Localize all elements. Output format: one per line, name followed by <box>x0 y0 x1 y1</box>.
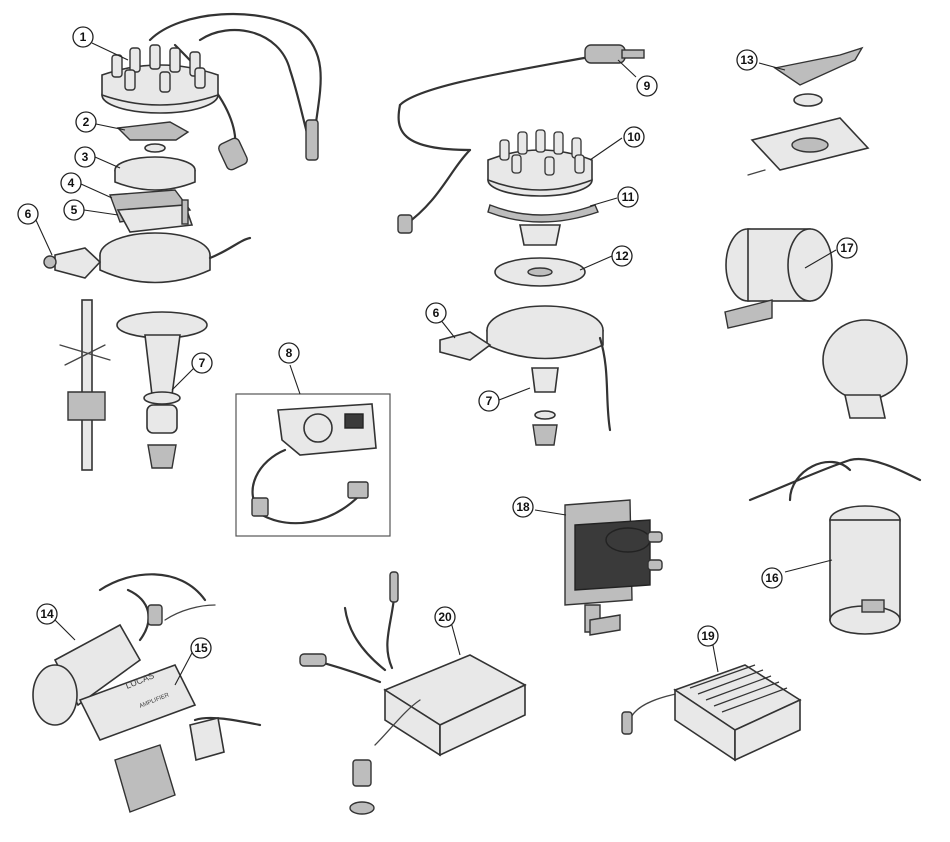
vertical-coil <box>748 457 922 635</box>
callout-17-label: 17 <box>840 241 854 255</box>
callout-16: 16 <box>761 567 783 589</box>
callout-18-label: 18 <box>516 500 530 514</box>
callout-5-label: 5 <box>71 203 78 217</box>
callout-14: 14 <box>36 603 58 625</box>
coil-with-cover <box>724 228 908 419</box>
callout-1: 1 <box>72 26 94 48</box>
callout-12: 12 <box>611 245 633 267</box>
callout-3: 3 <box>74 146 96 168</box>
callout-15: 15 <box>190 637 212 659</box>
callout-9: 9 <box>636 75 658 97</box>
callout-4: 4 <box>60 172 82 194</box>
callout-7-left: 7 <box>191 352 213 374</box>
callout-6-left-label: 6 <box>25 207 32 221</box>
epoxy-coil <box>564 499 663 636</box>
callout-6-centre: 6 <box>425 302 447 324</box>
callout-18: 18 <box>512 496 534 518</box>
coil-and-amplifier: LUCAS AMPLIFIER <box>32 573 262 813</box>
left-distributor-assembly <box>43 12 322 471</box>
callout-11: 11 <box>617 186 639 208</box>
amplifier-module <box>299 571 527 815</box>
callout-6-left: 6 <box>17 203 39 225</box>
callout-10-label: 10 <box>627 130 641 144</box>
pickup-module-inset <box>235 393 391 537</box>
callout-11-label: 11 <box>622 190 635 204</box>
callout-13: 13 <box>736 49 758 71</box>
callout-leaders <box>34 42 837 686</box>
callout-4-label: 4 <box>68 176 75 190</box>
callout-9-label: 9 <box>644 79 651 93</box>
callout-1-label: 1 <box>80 30 87 44</box>
callout-8: 8 <box>278 342 300 364</box>
callout-10: 10 <box>623 126 645 148</box>
contact-set <box>747 46 870 176</box>
callout-7-centre-label: 7 <box>486 394 493 408</box>
callout-20-label: 20 <box>438 610 452 624</box>
callout-14-label: 14 <box>40 607 54 621</box>
regulator-module <box>621 664 802 762</box>
callout-15-label: 15 <box>194 641 208 655</box>
callout-7-centre: 7 <box>478 390 500 412</box>
callout-16-label: 16 <box>765 571 779 585</box>
callout-5: 5 <box>63 199 85 221</box>
callout-8-label: 8 <box>286 346 293 360</box>
callout-3-label: 3 <box>82 150 89 164</box>
centre-distributor-assembly <box>397 44 645 446</box>
callout-17: 17 <box>836 237 858 259</box>
callout-2-label: 2 <box>83 115 90 129</box>
callout-19: 19 <box>697 625 719 647</box>
callout-6-centre-label: 6 <box>433 306 440 320</box>
callout-19-label: 19 <box>701 629 715 643</box>
callout-2: 2 <box>75 111 97 133</box>
callout-7-left-label: 7 <box>199 356 206 370</box>
callout-20: 20 <box>434 606 456 628</box>
callout-12-label: 12 <box>615 249 629 263</box>
callout-13-label: 13 <box>740 53 754 67</box>
